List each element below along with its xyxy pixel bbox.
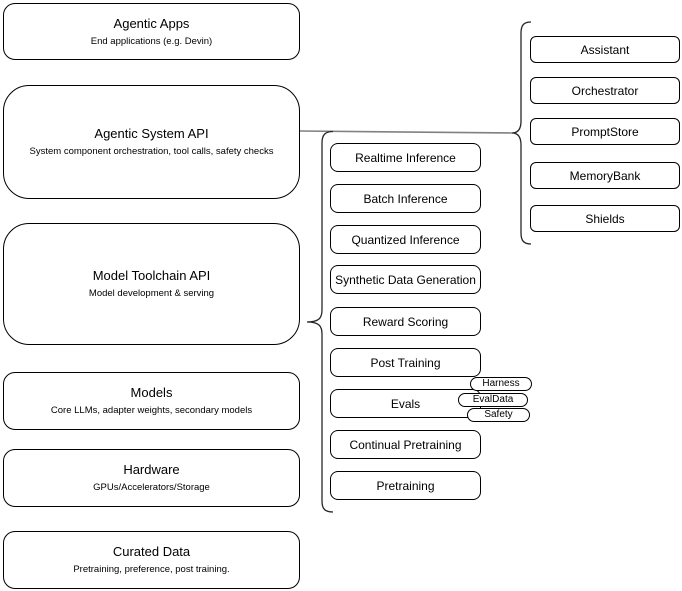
service-box-synthetic-data-generation: Synthetic Data Generation — [330, 265, 481, 294]
service-box-post-training: Post Training — [330, 348, 481, 377]
component-label: MemoryBank — [569, 168, 641, 183]
toolchain-group-brace — [306, 130, 334, 513]
curated-data-title: Curated Data — [112, 544, 191, 559]
component-box-promptstore: PromptStore — [530, 118, 680, 145]
eval-tag-label: Safety — [484, 409, 513, 420]
models-subtitle: Core LLMs, adapter weights, secondary mo… — [50, 405, 253, 416]
model-toolchain-api-subtitle: Model development & serving — [88, 288, 215, 299]
component-label: Orchestrator — [571, 83, 639, 98]
curated-data-subtitle: Pretraining, preference, post training. — [73, 564, 230, 575]
service-label: Realtime Inference — [355, 150, 456, 165]
service-box-reward-scoring: Reward Scoring — [330, 307, 481, 336]
service-box-quantized-inference: Quantized Inference — [330, 225, 481, 254]
models-box: Models Core LLMs, adapter weights, secon… — [3, 372, 300, 430]
service-label: Evals — [390, 396, 421, 411]
agentic-system-api-title: Agentic System API — [94, 126, 209, 141]
models-title: Models — [130, 385, 173, 400]
service-box-evals: Evals — [330, 389, 481, 418]
eval-tag-label: EvalData — [472, 394, 514, 405]
service-label: Pretraining — [376, 478, 435, 493]
agentic-system-api-box: Agentic System API System component orch… — [3, 85, 300, 199]
service-label: Synthetic Data Generation — [335, 272, 476, 287]
agentic-system-api-subtitle: System component orchestration, tool cal… — [29, 146, 274, 157]
component-box-assistant: Assistant — [530, 36, 680, 63]
component-box-shields: Shields — [530, 205, 680, 232]
hardware-subtitle: GPUs/Accelerators/Storage — [93, 482, 210, 493]
component-label: PromptStore — [571, 124, 639, 139]
model-toolchain-api-box: Model Toolchain API Model development & … — [3, 223, 300, 345]
service-box-batch-inference: Batch Inference — [330, 184, 481, 213]
api-to-components-connector-line — [299, 130, 513, 134]
eval-tag-evaldata: EvalData — [458, 393, 528, 407]
agentic-apps-title: Agentic Apps — [113, 15, 190, 31]
service-label: Batch Inference — [363, 191, 448, 206]
component-box-orchestrator: Orchestrator — [530, 77, 680, 104]
eval-tag-label: Harness — [482, 378, 520, 389]
eval-tag-harness: Harness — [470, 377, 532, 391]
curated-data-box: Curated Data Pretraining, preference, po… — [3, 531, 300, 589]
service-label: Reward Scoring — [362, 314, 449, 329]
hardware-box: Hardware GPUs/Accelerators/Storage — [3, 449, 300, 507]
eval-tag-safety: Safety — [467, 408, 530, 422]
components-group-brace — [511, 21, 532, 245]
service-label: Quantized Inference — [351, 232, 460, 247]
service-box-realtime-inference: Realtime Inference — [330, 143, 481, 172]
agentic-apps-subtitle: End applications (e.g. Devin) — [90, 35, 213, 47]
component-label: Assistant — [580, 42, 630, 57]
component-label: Shields — [585, 211, 625, 226]
model-toolchain-api-title: Model Toolchain API — [92, 268, 211, 283]
agentic-apps-box: Agentic Apps End applications (e.g. Devi… — [3, 3, 300, 60]
service-label: Post Training — [370, 355, 441, 370]
component-box-memorybank: MemoryBank — [530, 162, 680, 189]
service-box-continual-pretraining: Continual Pretraining — [330, 430, 481, 459]
service-label: Continual Pretraining — [349, 437, 462, 452]
service-box-pretraining: Pretraining — [330, 471, 481, 500]
hardware-title: Hardware — [123, 462, 180, 477]
